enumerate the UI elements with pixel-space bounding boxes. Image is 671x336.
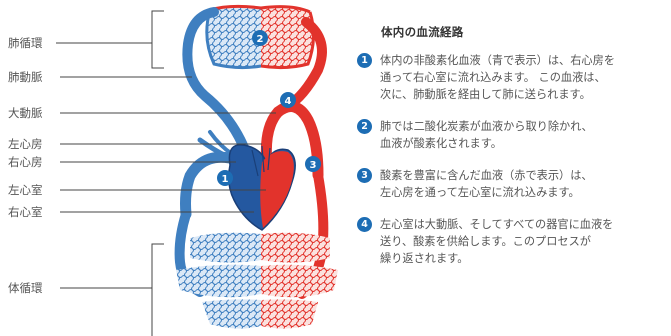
step-1: 1 体内の非酸素化血液（青で表示）は、右心房を 通って右心室に流れ込みます。 こ… xyxy=(357,52,665,103)
step-2: 2 肺では二酸化炭素が血液から取り除かれ、 血液が酸素化されます。 xyxy=(357,118,665,152)
marker-1: 1 xyxy=(217,170,233,186)
step-number-badge: 4 xyxy=(357,217,372,232)
heart xyxy=(229,145,296,230)
circulation-diagram: 肺循環 肺動脈 大動脈 左心房 右心房 左心室 右心室 体循環 1 2 3 4 xyxy=(0,0,340,336)
svg-text:1: 1 xyxy=(222,174,229,185)
label-left-atrium: 左心房 xyxy=(8,137,43,151)
svg-text:3: 3 xyxy=(310,160,317,171)
label-right-ventricle: 右心室 xyxy=(8,205,43,219)
blood-flow-explanation-panel: 体内の血流経路 1 体内の非酸素化血液（青で表示）は、右心房を 通って右心室に流… xyxy=(357,24,665,282)
marker-4: 4 xyxy=(280,92,296,108)
panel-title: 体内の血流経路 xyxy=(381,24,665,40)
step-number-badge: 1 xyxy=(357,53,372,68)
systemic-capillaries xyxy=(176,233,338,329)
step-text: 体内の非酸素化血液（青で表示）は、右心房を 通って右心室に流れ込みます。 この血… xyxy=(380,52,615,103)
label-left-ventricle: 左心室 xyxy=(8,183,43,197)
step-text: 左心室は大動脈、そしてすべての器官に血液を 送り、酸素を供給します。このプロセス… xyxy=(380,216,613,267)
label-right-atrium: 右心房 xyxy=(8,155,43,169)
label-systemic-circulation: 体循環 xyxy=(8,281,43,295)
step-text: 肺では二酸化炭素が血液から取り除かれ、 血液が酸素化されます。 xyxy=(380,118,593,152)
label-pulmonary-circulation: 肺循環 xyxy=(8,36,43,50)
step-text: 酸素を豊富に含んだ血液（赤で表示）は、 左心房を通って左心室に流れ込みます。 xyxy=(380,167,593,201)
step-3: 3 酸素を豊富に含んだ血液（赤で表示）は、 左心房を通って左心室に流れ込みます。 xyxy=(357,167,665,201)
label-pulmonary-artery: 肺動脈 xyxy=(8,70,43,84)
step-4: 4 左心室は大動脈、そしてすべての器官に血液を 送り、酸素を供給します。このプロ… xyxy=(357,216,665,267)
label-aorta: 大動脈 xyxy=(8,106,43,120)
marker-2: 2 xyxy=(252,30,268,46)
marker-3: 3 xyxy=(305,156,321,172)
step-number-badge: 2 xyxy=(357,119,372,134)
svg-text:2: 2 xyxy=(257,34,264,45)
svg-text:4: 4 xyxy=(285,96,292,107)
step-number-badge: 3 xyxy=(357,168,372,183)
